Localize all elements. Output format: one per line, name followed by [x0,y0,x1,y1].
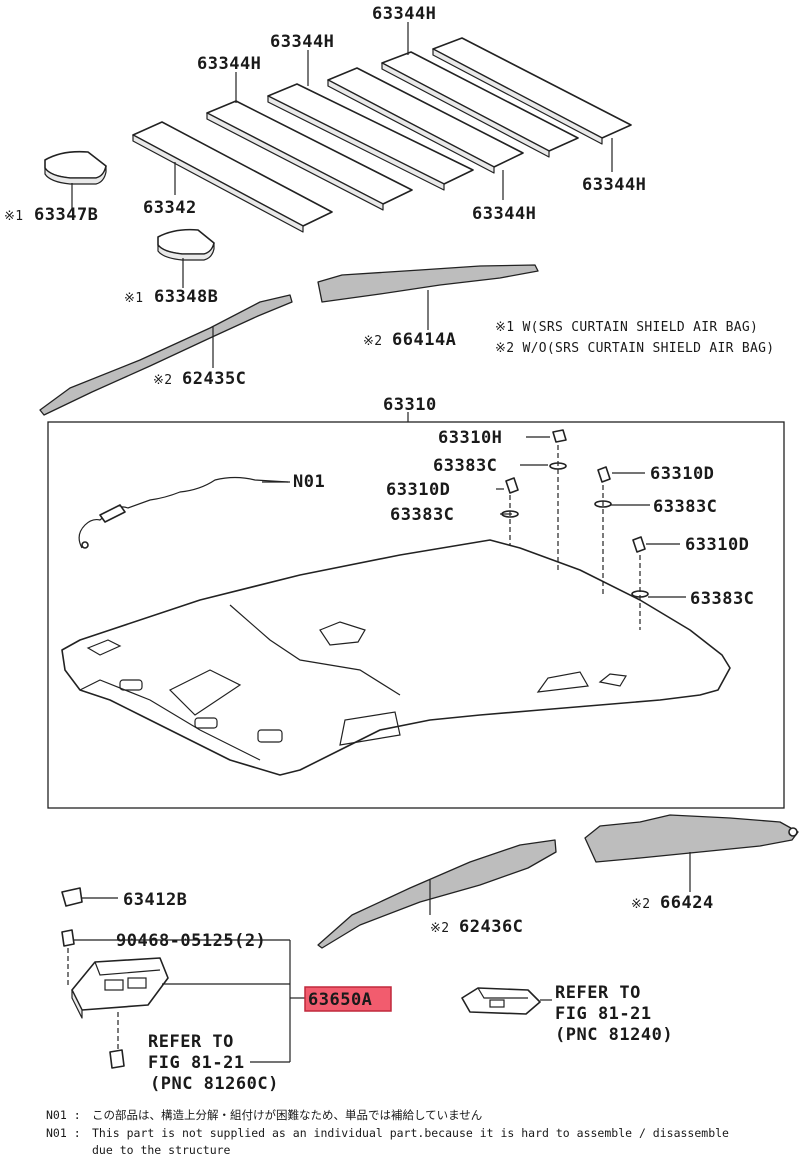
footnote-jp-prefix: N01 : [46,1108,81,1122]
leader-lines-top [71,22,613,422]
label-63383c-b[interactable]: 63383C [390,505,454,525]
label-63342[interactable]: 63342 [143,198,197,218]
small-pads [44,150,215,261]
footnote-jp-text: この部品は、構造上分解・組付けが困難なため、単品では補給していません [92,1108,482,1122]
label-63310d-a[interactable]: 63310D [386,480,450,500]
clip-63310h[interactable] [552,429,567,443]
label-63310h[interactable]: 63310H [438,428,502,448]
ref-right-line3: (PNC 81240) [555,1025,673,1045]
leader-lines-bottom [429,852,691,915]
roof-pads [132,37,632,233]
label-63344h-b[interactable]: 63344H [270,32,334,52]
clip-63310d-b[interactable] [597,466,611,483]
label-n01[interactable]: N01 [293,472,325,492]
ref-left-line3: (PNC 81260C) [150,1074,279,1094]
clips [501,429,649,630]
label-63383c-a[interactable]: 63383C [433,456,497,476]
strip-62436c[interactable] [317,839,557,949]
footnote-en-prefix: N01 : [46,1126,81,1140]
ref-left-line1: REFER TO [148,1032,234,1052]
map-lamp-assembly[interactable] [461,987,541,1015]
label-63344h-c[interactable]: 63344H [197,54,261,74]
mark-63347b: ※1 [4,209,23,224]
label-63344h-d[interactable]: 63344H [582,175,646,195]
footnote-en-text-2: due to the structure [92,1143,231,1157]
clip-63412b[interactable] [61,887,83,907]
headliner-assembly-box [47,421,785,809]
label-63383c-c[interactable]: 63383C [653,497,717,517]
room-lamp-assembly[interactable] [71,957,169,1019]
mark-63348b: ※1 [124,291,143,306]
label-63650a[interactable]: 63650A [308,990,372,1010]
label-63383c-d[interactable]: 63383C [690,589,754,609]
strip-66414a[interactable] [317,264,539,303]
label-62435c[interactable]: 62435C [182,369,246,389]
leader-lines-box [262,436,686,598]
footnote-en-text-1: This part is not supplied as an individu… [92,1126,729,1140]
label-63310[interactable]: 63310 [383,395,437,415]
highlight-box-63650a[interactable] [304,986,392,1012]
part-labels: 63344H 63344H 63344H 63344H 63344H 63342… [4,4,774,1094]
label-63344h-e[interactable]: 63344H [472,204,536,224]
bulb[interactable] [109,1049,125,1069]
label-63412b[interactable]: 63412B [123,890,187,910]
label-62436c[interactable]: 62436C [459,917,523,937]
label-63347b[interactable]: 63347B [34,205,98,225]
label-63310d-c[interactable]: 63310D [685,535,749,555]
mark-62435c: ※2 [153,373,172,388]
ref-left-line2: FIG 81-21 [148,1053,245,1073]
ref-right-line1: REFER TO [555,983,641,1003]
bottom-parts [61,887,552,1069]
mark-62436c: ※2 [430,921,449,936]
curtain-strips [39,264,799,949]
label-66424[interactable]: 66424 [660,893,714,913]
ref-right-line2: FIG 81-21 [555,1004,652,1024]
label-63344h-a[interactable]: 63344H [372,4,436,24]
wire-harness-n01[interactable] [78,476,289,549]
strip-66424[interactable] [584,814,799,863]
clip-63310d-c[interactable] [632,536,646,553]
label-66414a[interactable]: 66414A [392,330,456,350]
legend-note-2: ※2 W/O(SRS CURTAIN SHIELD AIR BAG) [495,341,774,356]
label-63348b[interactable]: 63348B [154,287,218,307]
mark-66424: ※2 [631,897,650,912]
footnotes: N01 : この部品は、構造上分解・組付けが困難なため、単品では補給していません… [46,1108,729,1157]
label-63310d-b[interactable]: 63310D [650,464,714,484]
screw-90468[interactable] [61,929,75,947]
legend-note-1: ※1 W(SRS CURTAIN SHIELD AIR BAG) [495,320,758,335]
clip-63310d-a[interactable] [505,477,519,494]
headliner-63310[interactable] [61,539,731,776]
label-90468[interactable]: 90468-05125(2) [116,931,266,951]
strip-62435c[interactable] [39,294,293,416]
mark-66414a: ※2 [363,334,382,349]
